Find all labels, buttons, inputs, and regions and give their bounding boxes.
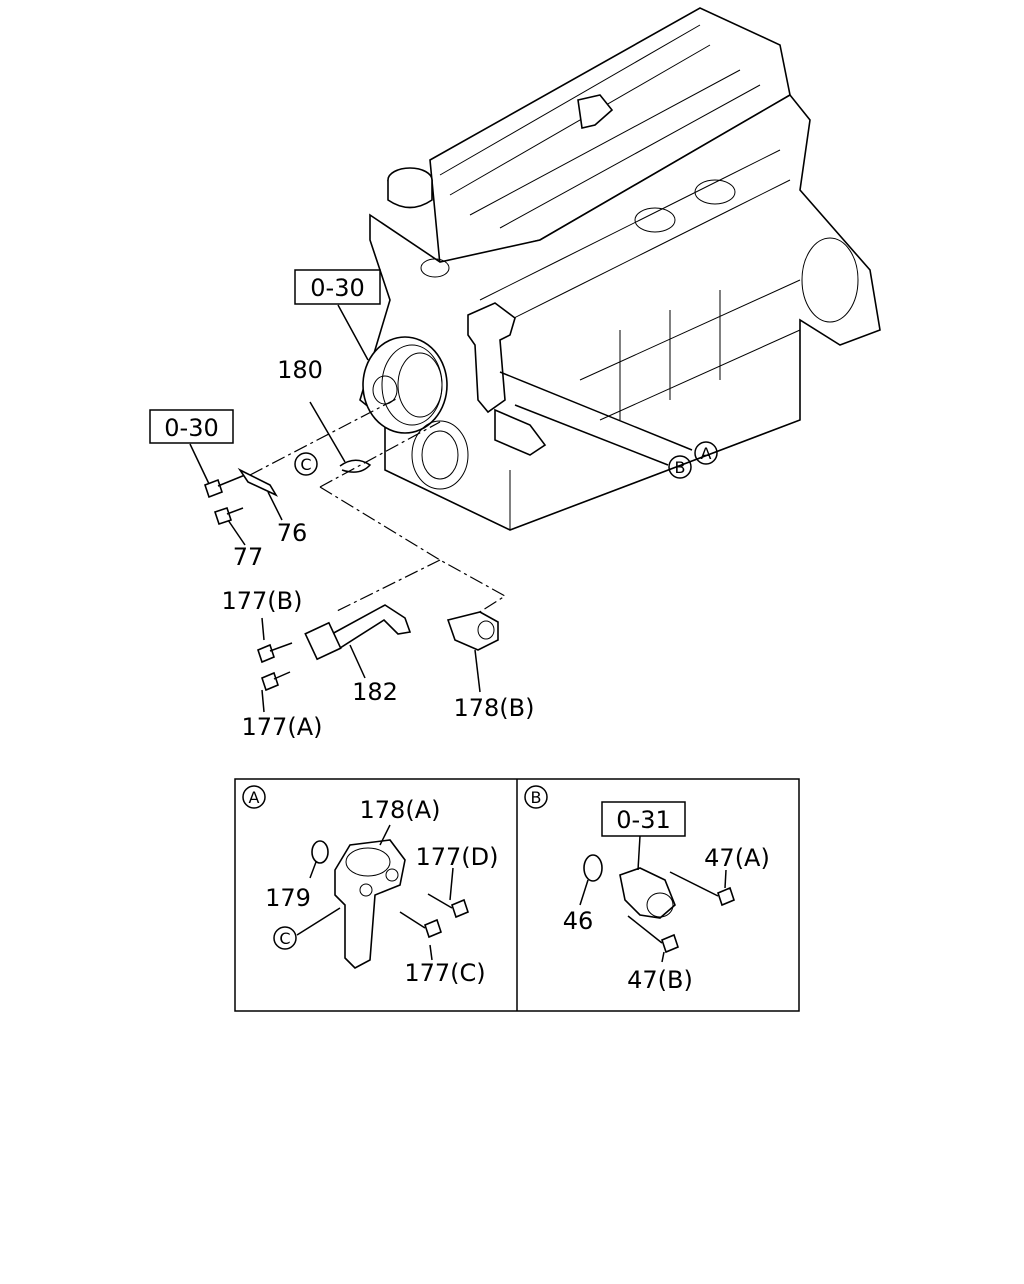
callout-178b: 178(B) — [454, 694, 535, 722]
ref-box-detail-b: 0-31 — [601, 801, 686, 837]
svg-text:C: C — [279, 929, 290, 948]
callout-177c: 177(C) — [404, 959, 485, 987]
engine-block-illustration — [359, 7, 881, 531]
detail-a: A 178(A) 177(D) 179 177(C) C — [242, 785, 499, 987]
svg-text:C: C — [300, 455, 311, 474]
callout-179: 179 — [265, 884, 311, 912]
ref-box-left: 0-30 — [149, 409, 234, 444]
detail-b: B 0-31 47(A) 46 47(B) — [524, 785, 770, 994]
svg-text:A: A — [701, 444, 712, 463]
callout-180: 180 — [277, 356, 323, 384]
detail-a-marker: A — [242, 785, 266, 809]
detail-a-marker-c: C — [273, 926, 297, 950]
ref-box-left-label: 0-30 — [164, 414, 218, 442]
svg-text:B: B — [675, 458, 686, 477]
callout-177d: 177(D) — [415, 843, 498, 871]
leader-lines — [189, 304, 693, 713]
callout-178a: 178(A) — [360, 796, 441, 824]
ref-box-top-label: 0-30 — [310, 274, 364, 302]
callout-177b: 177(B) — [222, 587, 303, 615]
svg-text:A: A — [249, 788, 260, 807]
small-parts-upper — [203, 459, 499, 692]
marker-b: B — [668, 455, 692, 479]
marker-a: A — [694, 441, 718, 465]
svg-text:B: B — [531, 788, 542, 807]
callout-182: 182 — [352, 678, 398, 706]
callout-177a: 177(A) — [242, 713, 323, 741]
callout-47b: 47(B) — [627, 966, 693, 994]
callout-77: 77 — [233, 543, 264, 571]
marker-c: C — [294, 452, 318, 476]
detail-panels — [234, 778, 800, 1012]
ref-box-detail-b-label: 0-31 — [616, 806, 670, 834]
callout-47a: 47(A) — [704, 844, 770, 872]
callout-46: 46 — [563, 907, 594, 935]
detail-b-marker: B — [524, 785, 548, 809]
ref-box-top: 0-30 — [294, 269, 381, 305]
callout-76: 76 — [277, 519, 308, 547]
